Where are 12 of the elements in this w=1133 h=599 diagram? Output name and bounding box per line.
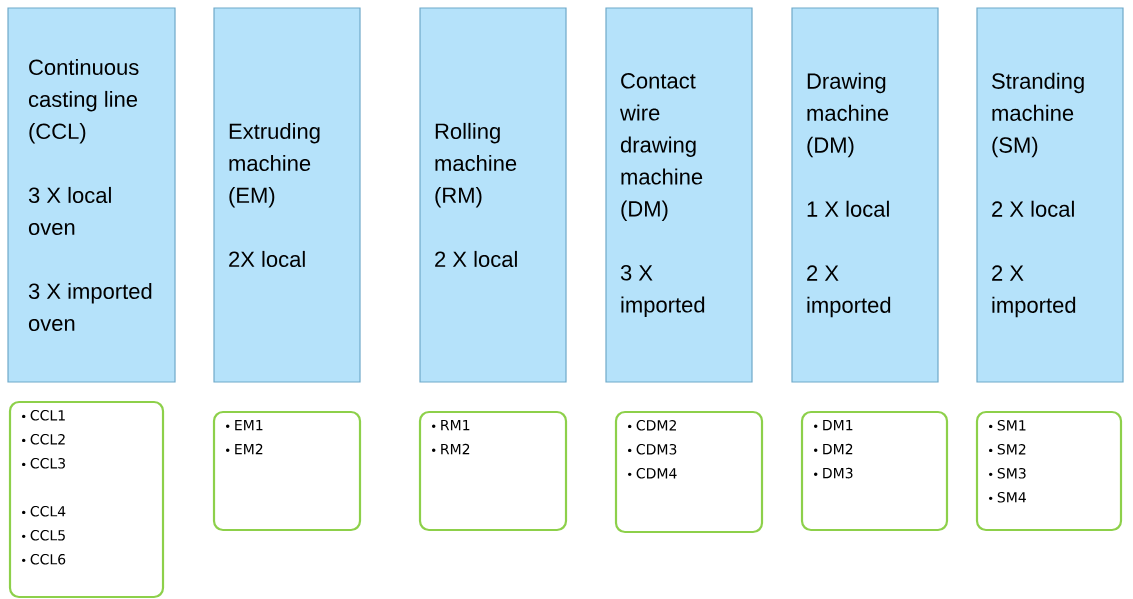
machine-box: Contact wire drawing machine (DM) 3 X imported (605, 7, 753, 383)
list-box: CCL1 CCL2 CCL3 CCL4 CCL5 CCL6 (8, 400, 165, 599)
machine-box: Rolling machine (RM) 2 X local (419, 7, 567, 383)
list-box: RM1 RM2 (418, 410, 568, 532)
list-box: CDM2 CDM3 CDM4 (614, 410, 764, 534)
machine-box: Drawing machine (DM) 1 X local 2 X imported (791, 7, 939, 383)
list-box: DM1 DM2 DM3 (800, 410, 949, 532)
list-box: SM1 SM2 SM3 SM4 (975, 410, 1123, 532)
machine-box: Continuous casting line (CCL) 3 X local oven 3 X imported oven (7, 7, 176, 383)
machine-box: Extruding machine (EM) 2X local (213, 7, 361, 383)
list-box: EM1 EM2 (212, 410, 362, 532)
machine-box: Stranding machine (SM) 2 X local 2 X imported (976, 7, 1124, 383)
